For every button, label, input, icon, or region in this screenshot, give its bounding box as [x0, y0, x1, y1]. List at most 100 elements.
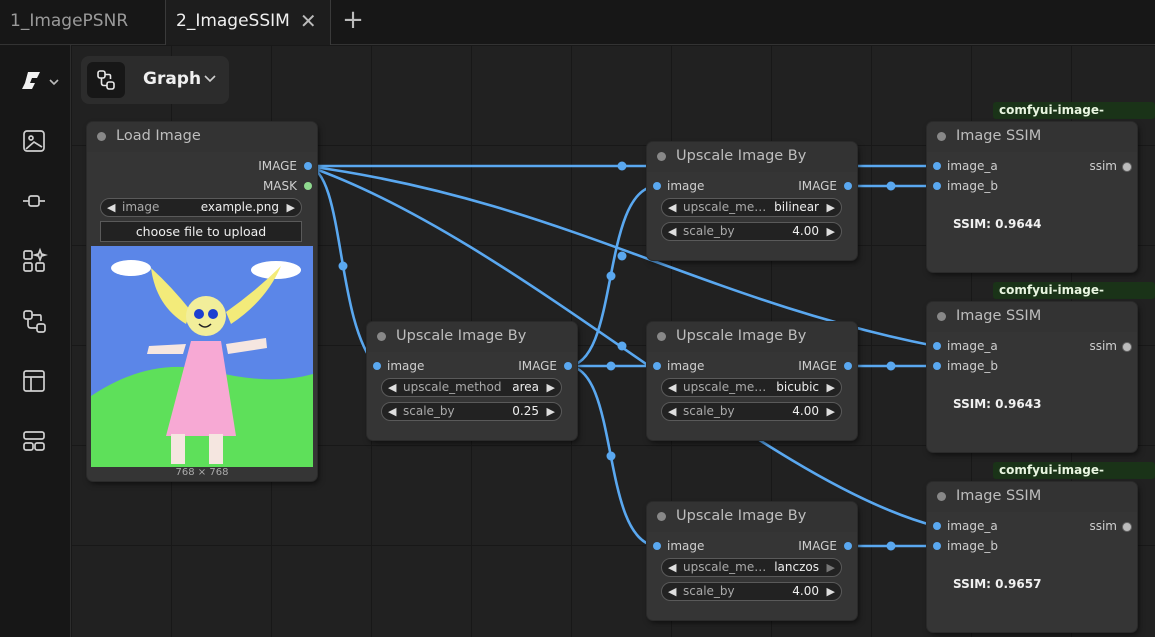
close-icon[interactable]: ✕ — [299, 9, 317, 33]
templates-icon[interactable] — [20, 367, 48, 395]
output-ssim-slot[interactable] — [1122, 162, 1132, 172]
input-image-slot[interactable] — [653, 182, 661, 190]
workflows-icon[interactable] — [20, 307, 48, 335]
scale-by-widget[interactable]: ◀ scale_by 0.25 ▶ — [381, 402, 562, 421]
input-image-slot[interactable] — [653, 362, 661, 370]
node-library-icon[interactable] — [20, 187, 48, 215]
output-image-slot[interactable] — [844, 542, 852, 550]
node-title-bar[interactable]: Upscale Image By — [647, 142, 857, 172]
arrow-left-icon[interactable]: ◀ — [668, 225, 677, 238]
input-image-a-slot[interactable] — [933, 522, 941, 530]
node-source-badge: comfyui-image-metrics — [993, 282, 1155, 314]
scale-by-widget[interactable]: ◀ scale_by 4.00 ▶ — [661, 222, 842, 241]
collapse-dot-icon[interactable] — [657, 152, 666, 161]
add-tab-icon[interactable]: + — [342, 5, 364, 35]
comfy-logo-icon[interactable] — [20, 69, 64, 95]
arrow-right-icon[interactable]: ▶ — [546, 381, 555, 394]
node-title: Upscale Image By — [676, 328, 807, 344]
wire-midpoints — [338, 161, 896, 551]
output-ssim-label: ssim — [1089, 519, 1117, 533]
widget-name: upscale_me… — [683, 380, 767, 394]
collapse-dot-icon[interactable] — [937, 132, 946, 141]
node-title-bar[interactable]: Load Image — [87, 122, 317, 152]
graph-menu[interactable]: Graph — [81, 56, 229, 104]
image-size-label: 768 × 768 — [175, 467, 229, 478]
workflow-tab-bar: 1_ImagePSNR 2_ImageSSIM✕ + — [0, 0, 1155, 45]
collapse-dot-icon[interactable] — [657, 512, 666, 521]
queue-icon[interactable] — [20, 427, 48, 455]
upscale-image-by-node[interactable]: Upscale Image By image IMAGE ◀ upscale_m… — [647, 142, 857, 260]
output-image-label: IMAGE — [798, 179, 837, 193]
arrow-left-icon[interactable]: ◀ — [668, 381, 677, 394]
image-ssim-node[interactable]: Image SSIM image_a image_b ssim SSIM: 0.… — [927, 482, 1137, 632]
output-mask-label: MASK — [262, 179, 297, 193]
input-image-b-slot[interactable] — [933, 362, 941, 370]
scale-by-widget[interactable]: ◀ scale_by 4.00 ▶ — [661, 402, 842, 421]
upscale-image-by-node[interactable]: Upscale Image By image IMAGE ◀ upscale_m… — [647, 502, 857, 620]
arrow-right-icon[interactable]: ▶ — [826, 561, 835, 574]
arrow-left-icon[interactable]: ◀ — [388, 405, 397, 418]
output-image-slot[interactable] — [304, 162, 312, 170]
arrow-right-icon[interactable]: ▶ — [826, 405, 835, 418]
scale-by-widget[interactable]: ◀ scale_by 4.00 ▶ — [661, 582, 842, 601]
output-ssim-label: ssim — [1089, 339, 1117, 353]
input-image-b-slot[interactable] — [933, 542, 941, 550]
node-title-bar[interactable]: Image SSIM — [927, 302, 1137, 332]
node-title-bar[interactable]: Upscale Image By — [647, 322, 857, 352]
upscale-method-widget[interactable]: ◀ upscale_me… lanczos ▶ — [661, 558, 842, 577]
widget-name: scale_by — [683, 404, 735, 418]
image-ssim-node[interactable]: Image SSIM image_a image_b ssim SSIM: 0.… — [927, 302, 1137, 452]
arrow-left-icon[interactable]: ◀ — [107, 201, 116, 214]
node-title-bar[interactable]: Upscale Image By — [647, 502, 857, 532]
output-image-slot[interactable] — [844, 182, 852, 190]
image-ssim-node[interactable]: Image SSIM image_a image_b ssim SSIM: 0.… — [927, 122, 1137, 272]
arrow-right-icon[interactable]: ▶ — [826, 225, 835, 238]
model-library-icon[interactable] — [20, 247, 49, 275]
image-gallery-icon[interactable] — [20, 127, 48, 155]
upscale-image-by-node[interactable]: Upscale Image By image IMAGE ◀ upscale_m… — [367, 322, 577, 440]
output-ssim-slot[interactable] — [1122, 522, 1132, 532]
input-image-b-slot[interactable] — [933, 182, 941, 190]
widget-value: lanczos — [774, 560, 819, 574]
output-ssim-slot[interactable] — [1122, 342, 1132, 352]
arrow-right-icon[interactable]: ▶ — [286, 201, 295, 214]
collapse-dot-icon[interactable] — [657, 332, 666, 341]
widget-name: image — [122, 200, 160, 214]
collapse-dot-icon[interactable] — [377, 332, 386, 341]
output-mask-slot[interactable] — [304, 182, 312, 190]
upscale-method-widget[interactable]: ◀ upscale_me… bilinear ▶ — [661, 198, 842, 217]
input-image-a-slot[interactable] — [933, 342, 941, 350]
output-image-slot[interactable] — [564, 362, 572, 370]
collapse-dot-icon[interactable] — [937, 492, 946, 501]
upscale-image-by-node[interactable]: Upscale Image By image IMAGE ◀ upscale_m… — [647, 322, 857, 440]
node-title-bar[interactable]: Image SSIM — [927, 482, 1137, 512]
arrow-right-icon[interactable]: ▶ — [826, 585, 835, 598]
arrow-left-icon[interactable]: ◀ — [668, 561, 677, 574]
output-image-slot[interactable] — [844, 362, 852, 370]
upload-button[interactable]: choose file to upload — [100, 221, 302, 242]
collapse-dot-icon[interactable] — [97, 132, 106, 141]
input-image-slot[interactable] — [653, 542, 661, 550]
input-image-a-slot[interactable] — [933, 162, 941, 170]
workflow-graph-icon — [87, 62, 125, 98]
tab-image-psnr[interactable]: 1_ImagePSNR — [0, 0, 165, 44]
upscale-method-widget[interactable]: ◀ upscale_me… bicubic ▶ — [661, 378, 842, 397]
widget-value: example.png — [200, 200, 279, 214]
input-image-b-label: image_b — [947, 359, 998, 373]
node-source-badge: comfyui-image-metrics — [993, 102, 1155, 134]
arrow-right-icon[interactable]: ▶ — [546, 405, 555, 418]
tab-image-ssim[interactable]: 2_ImageSSIM✕ — [165, 0, 331, 45]
arrow-left-icon[interactable]: ◀ — [668, 201, 677, 214]
collapse-dot-icon[interactable] — [937, 312, 946, 321]
arrow-right-icon[interactable]: ▶ — [826, 381, 835, 394]
arrow-right-icon[interactable]: ▶ — [826, 201, 835, 214]
image-select-widget[interactable]: ◀ image example.png ▶ — [100, 198, 302, 217]
node-title-bar[interactable]: Upscale Image By — [367, 322, 577, 352]
arrow-left-icon[interactable]: ◀ — [668, 585, 677, 598]
load-image-node[interactable]: Load Image IMAGE MASK ◀ image example.pn… — [87, 122, 317, 481]
node-title-bar[interactable]: Image SSIM — [927, 122, 1137, 152]
input-image-slot[interactable] — [373, 362, 381, 370]
arrow-left-icon[interactable]: ◀ — [388, 381, 397, 394]
upscale-method-widget[interactable]: ◀ upscale_method area ▶ — [381, 378, 562, 397]
arrow-left-icon[interactable]: ◀ — [668, 405, 677, 418]
